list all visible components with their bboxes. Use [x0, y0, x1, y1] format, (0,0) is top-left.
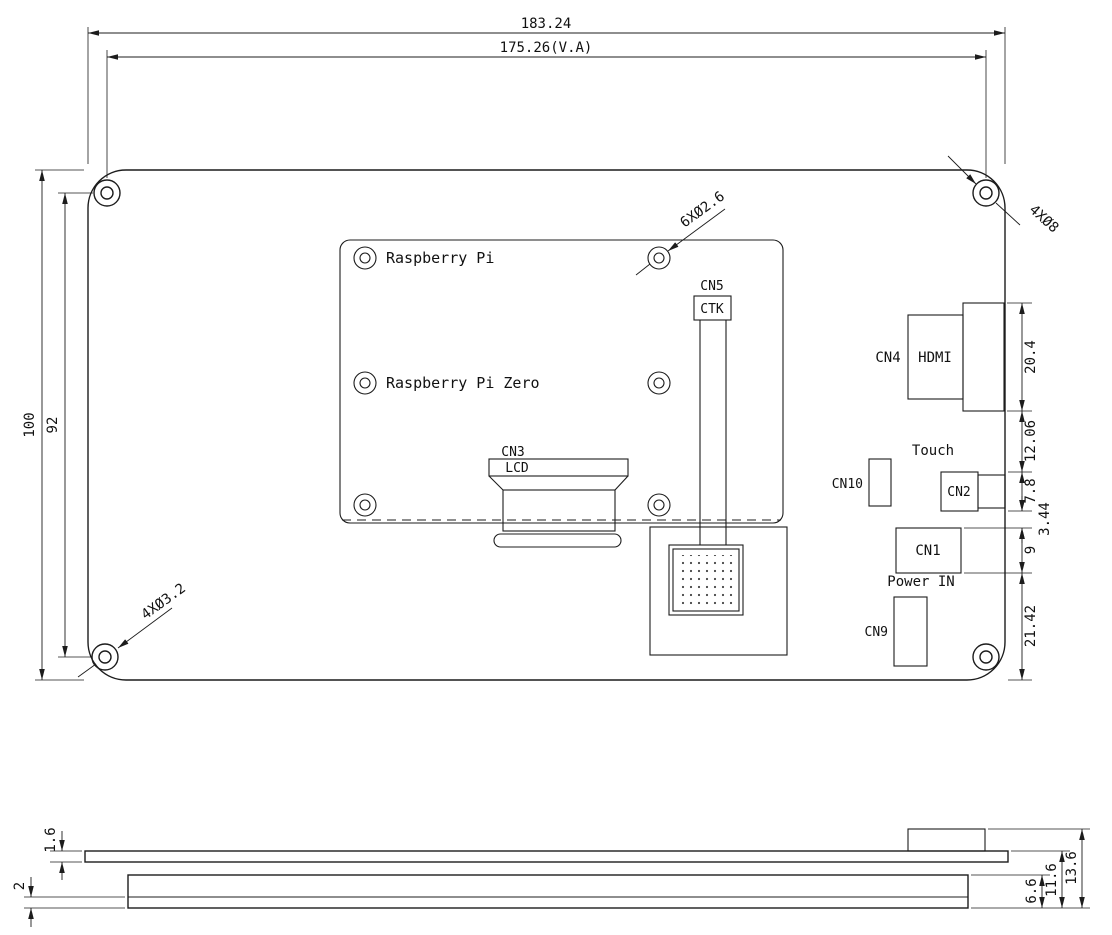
cn9-connector: CN9: [865, 596, 928, 667]
board-outline: [87, 169, 1006, 681]
cn1-body: [895, 527, 962, 574]
dim-total-no-conn: 11.6: [1044, 863, 1060, 897]
dim-overall-height: 100: [22, 169, 84, 681]
panel-glass-profile: [84, 850, 1009, 863]
dim-frame-height: 6.6: [1024, 878, 1040, 903]
cn1-label: CN1: [915, 543, 940, 559]
hdmi-profile-bump: [907, 828, 986, 852]
dim-overall-width-text: 183.24: [521, 16, 572, 32]
cn2-shell: [977, 474, 1006, 509]
pad-dot-area: [679, 555, 734, 605]
callout-outer-holes-text: 4XØ8: [1026, 202, 1062, 236]
cn3-top-bar: [488, 458, 629, 477]
cn1-power-connector: CN1 Power IN: [887, 527, 962, 590]
dim-gap-cn2-cn1: 3.44: [1037, 502, 1053, 536]
raspberry-pi-label: Raspberry Pi: [386, 249, 494, 267]
cn4-label: CN4: [875, 350, 900, 366]
touch-label: Touch: [912, 443, 954, 459]
cn3-body: [502, 489, 616, 532]
cn3-connector: CN3 LCD: [488, 445, 629, 548]
dim-overall-height-text: 100: [22, 412, 38, 437]
dim-va-width: 175.26(V.A): [106, 40, 987, 178]
dim-gap-hdmi-cn2: 12.06: [1023, 420, 1039, 462]
cn9-body: [893, 596, 928, 667]
dim-total-height: 13.6: [1064, 851, 1080, 885]
dim-hole-span-text: 92: [45, 417, 61, 434]
pi-mounting-holes: [353, 246, 671, 517]
cn4-hdmi-connector: CN4 HDMI: [875, 302, 1005, 412]
cn5-connector: CN5 CTK: [693, 279, 732, 545]
power-in-label: Power IN: [887, 574, 954, 590]
lcd-label: LCD: [505, 461, 529, 476]
hdmi-shell: [962, 302, 1005, 412]
cn10-label: CN10: [832, 477, 863, 492]
cn10-body: [868, 458, 892, 507]
dim-cn2-height: 7.8: [1023, 478, 1039, 503]
cn3-label: CN3: [501, 445, 524, 460]
callout-pi-holes: 6XØ2.6: [635, 188, 728, 276]
touch-pad: [649, 526, 788, 656]
hdmi-label: HDMI: [918, 350, 952, 366]
dim-cn1-height: 9: [1023, 546, 1039, 554]
dim-va-width-text: 175.26(V.A): [500, 40, 593, 56]
cn5-label: CN5: [700, 279, 723, 294]
raspberry-pi-zero-label: Raspberry Pi Zero: [386, 374, 540, 392]
dim-bottom-plate-text: 2: [12, 882, 28, 890]
frame-profile: [127, 874, 969, 909]
dim-glass-thickness: 1.6: [43, 827, 82, 880]
cn2-touch-connector: Touch CN2: [912, 443, 1006, 512]
callout-pi-holes-text: 6XØ2.6: [677, 188, 727, 231]
cn2-label: CN2: [947, 485, 970, 500]
dim-overall-width: 183.24: [87, 16, 1006, 164]
dim-glass-thickness-text: 1.6: [43, 827, 59, 852]
cn10-connector: CN10: [832, 458, 892, 507]
side-view: 1.6 2 6.6 11.6 13.6: [12, 827, 1090, 927]
dim-cn1-to-edge: 21.42: [1023, 605, 1039, 647]
dim-bottom-plate-thickness: 2: [12, 877, 125, 927]
top-view: 183.24 175.26(V.A) 100 92: [22, 16, 1062, 681]
pi-mounting-plate-outline: [339, 239, 784, 524]
cn5-box: [693, 295, 732, 321]
ctk-label: CTK: [700, 302, 724, 317]
dim-hole-span: 92: [45, 192, 93, 658]
dim-hdmi-height: 20.4: [1023, 340, 1039, 374]
callout-corner-holes-text: 4XØ3.2: [138, 580, 188, 623]
cn9-label: CN9: [865, 625, 888, 640]
cn3-bar: [493, 533, 622, 548]
side-right-dimension-stack: 6.6 11.6 13.6: [971, 828, 1090, 909]
right-dimension-stack: 20.4 12.06 7.8 3.44 9 21.42: [964, 302, 1053, 681]
corner-mounting-holes: [91, 179, 1000, 671]
